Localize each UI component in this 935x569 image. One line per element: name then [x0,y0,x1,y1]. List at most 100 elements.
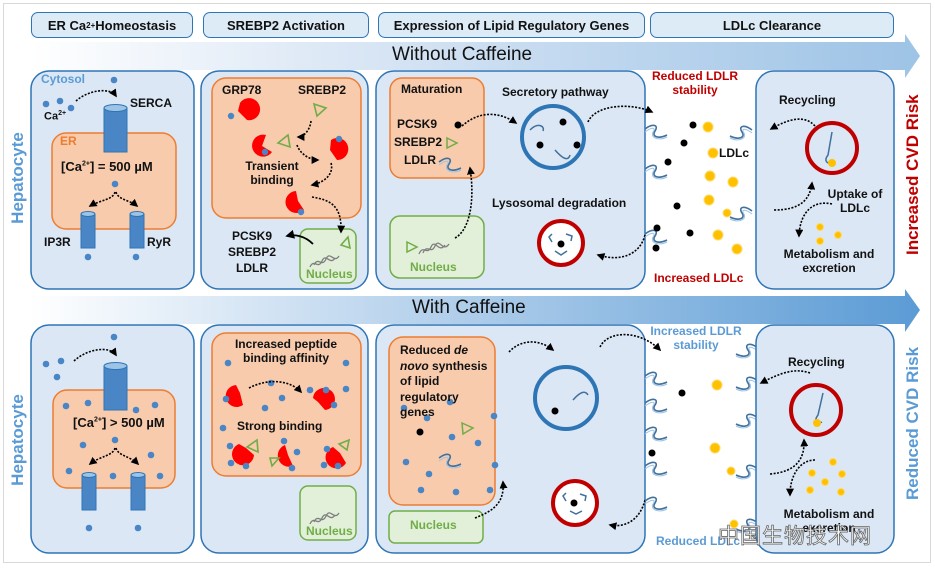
arrow-lysosome [596,234,646,261]
ldlr-receptors-bottom [644,343,759,534]
header-srebp2-activation: SREBP2 Activation [203,12,369,38]
endosome-top [805,121,859,175]
label-reduced-ldlr-stability: Reduced LDLR stability [652,69,739,97]
banner-arrow-bottom [30,289,920,332]
label-hepatocyte-bottom: Hepatocyte [8,394,27,486]
header-sup: 2+ [86,20,96,30]
label-ca-concentration-bottom: [Ca2+] > 500 µM [73,415,165,431]
ca-ions-bottom [42,333,164,532]
arrow-secretory-out [587,105,654,123]
label-grp78: GRP78 [222,83,262,97]
header-gene-expression: Expression of Lipid Regulatory Genes [378,12,645,38]
label-secretory-pathway: Secretory pathway [502,85,609,99]
secretory-vesicle-bottom [533,365,599,431]
label-increased-ldlc: Increased LDLc [654,271,744,285]
ldlc-particles-top [702,121,743,255]
binding-arrows-top [296,120,346,234]
nucleus-genes-bottom [388,510,484,544]
label-increased-affinity: Increased peptide binding affinity [234,337,338,365]
srebp2-triangles-top [276,102,352,250]
label-metabolism-bottom: Metabolism and excretion [783,507,875,535]
label-strong-binding: Strong binding [237,419,323,433]
ryr-channel-bottom [130,472,146,511]
serca-channel-bottom [103,362,128,411]
reduced-synthesis-compartment [388,336,496,506]
dna-strand-srebp-top [309,257,336,268]
banner-arrow-top [30,34,920,78]
label-metabolism-top: Metabolism and excretion [783,247,875,275]
label-gene-pcsk9: PCSK9 [231,229,272,243]
label-ryr: RyR [147,235,172,249]
label-mat-pcsk9: PCSK9 [397,117,438,131]
watermark: 中国生物技术网 [718,525,872,549]
label-reduced-ldlc: Reduced LDLc [656,534,741,548]
header-text: SREBP2 Activation [227,17,345,33]
maturation-compartment [389,77,485,179]
serca-channel-top [103,104,128,153]
label-ip3r: IP3R [44,235,71,249]
conc-sup: 2+ [93,416,102,424]
pcsk9-particles-top [652,121,697,252]
endosome-bottom [789,383,843,437]
label-reduced-cvd-risk: Reduced CVD Risk [903,346,922,500]
label-er: ER [60,134,77,148]
reduced-text: synthesis of lipid regulatory genes [400,358,488,420]
arrow-ryr [115,191,139,208]
arrow-serca-in [75,88,117,102]
banner-with-caffeine: With Caffeine [412,297,526,318]
ca-ions-top [42,76,140,261]
label-gene-srebp2: SREBP2 [228,245,277,259]
grp78-bound-bottom [225,385,346,469]
arrow-recycling-top [769,118,816,130]
arrow-ip3r [88,191,116,207]
label-uptake-ldlc: Uptake of LDLc [827,187,883,215]
nucleus-genes-top [389,215,485,279]
label-nucleus-srebp-top: Nucleus [306,267,353,281]
ip3r-channel-bottom [81,472,97,511]
label-recycling-top: Recycling [779,93,836,107]
banner-without-caffeine: Without Caffeine [392,44,533,65]
label-srebp2: SREBP2 [298,83,347,97]
label-nucleus-srebp-bottom: Nucleus [306,524,353,538]
label-increased-ldlr-stability: Increased LDLR stability [650,324,742,352]
ip3r-channel-top [80,211,96,249]
arrow-metabolism-top [795,202,833,238]
header-text: Homeostasis [95,17,177,33]
label-mat-srebp2: SREBP2 [394,135,443,149]
label-ca-concentration-top: [Ca2+] = 500 µM [61,159,153,175]
conc-text: [Ca [73,415,94,430]
arrow-genes-out [285,229,314,245]
reduced-text: Reduced [400,343,455,357]
label-serca: SERCA [130,96,173,110]
label-increased-cvd-risk: Increased CVD Risk [903,94,922,255]
reduced-italic: de novo [400,343,469,373]
label-transient-binding: Transient binding [245,159,299,187]
conc-text: ] > 500 µM [101,415,165,430]
label-cytosol: Cytosol [41,72,86,86]
ca-sup: 2+ [58,110,67,117]
header-text: ER Ca [47,17,87,33]
cell-panel-ldlc-top [755,70,895,290]
label-maturation: Maturation [401,82,463,96]
label-ldlc: LDLc [719,146,749,160]
grp78-proteins-top [227,98,349,216]
dna-nucleus-genes-top [406,240,450,255]
label-lysosomal-degradation: Lysosomal degradation [492,196,627,210]
ca-ions-srebp-bottom [219,359,350,472]
header-text: Expression of Lipid Regulatory Genes [393,17,630,33]
label-nucleus-genes-bottom: Nucleus [410,518,457,532]
arrow-uptake-top [773,181,816,211]
secretory-vesicle-top [520,104,586,170]
header-text: LDLc Clearance [722,17,822,33]
er-compartment-srebp-bottom [211,332,362,477]
label-gene-ldlr: LDLR [236,261,268,275]
label-mat-ldlr: LDLR [404,153,436,167]
ryr-channel-top [129,211,145,249]
label-reduced-de-novo: Reduced de novo synthesis of lipid regul… [400,343,492,421]
ca-text: Ca [44,110,59,123]
label-recycling-bottom: Recycling [788,355,845,369]
header-ldlc-clearance: LDLc Clearance [650,12,894,38]
label-nucleus-genes-top: Nucleus [410,260,457,274]
